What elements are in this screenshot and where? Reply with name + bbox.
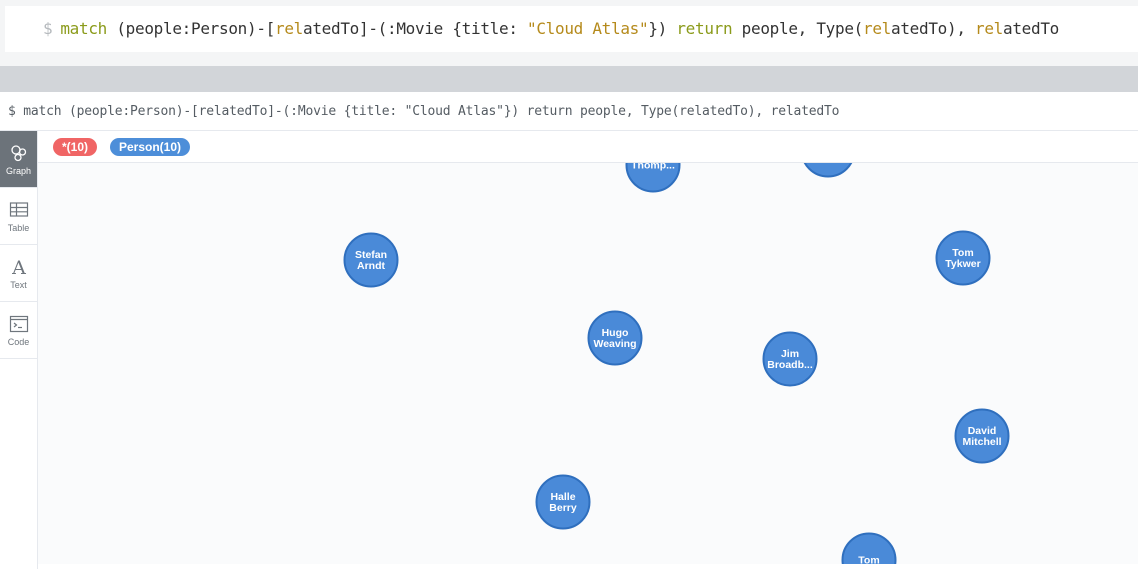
graph-legend: *(10) Person(10)	[38, 131, 1138, 163]
query-token: rel	[975, 19, 1004, 38]
table-icon	[9, 201, 28, 217]
graph-node-label: David	[968, 425, 997, 437]
query-token: atedTo	[1003, 19, 1060, 38]
code-icon	[9, 315, 28, 332]
label-pill-all[interactable]: *(10)	[53, 138, 98, 156]
view-sidebar: Graph Table A Text Code	[0, 131, 38, 569]
query-token: rel	[863, 19, 892, 38]
query-token: match	[60, 19, 108, 38]
graph-node-circle[interactable]	[935, 230, 991, 286]
graph-node-label: Berry	[549, 502, 577, 514]
graph-node-circle[interactable]	[587, 310, 643, 366]
graph-node[interactable]: JimBroadb...	[762, 331, 818, 387]
sidebar-item-label: Code	[7, 336, 30, 347]
sidebar-item-code[interactable]: Code	[0, 302, 37, 359]
frame-divider	[0, 130, 1138, 131]
query-token: atedTo]-(:Movie {title:	[303, 19, 528, 38]
sidebar-item-label: Text	[10, 279, 27, 290]
query-editor-line[interactable]: $match (people:Person)-[relatedTo]-(:Mov…	[43, 19, 1059, 38]
graph-node[interactable]: Tom	[841, 532, 897, 565]
sidebar-item-label: Graph	[5, 165, 31, 176]
graph-icon	[10, 144, 26, 161]
label-pill-person[interactable]: Person(10)	[110, 138, 191, 156]
graph-node-label: Jim	[781, 348, 799, 360]
stream-gap	[0, 66, 1138, 92]
text-icon: A	[11, 257, 26, 277]
sidebar-item-text[interactable]: A Text	[0, 245, 37, 302]
query-token: (people:Person)-[	[107, 19, 276, 38]
graph-node-label: Arndt	[357, 260, 385, 272]
graph-node[interactable]: Thomp...	[625, 163, 681, 193]
editor-prompt: $	[43, 19, 53, 38]
graph-svg[interactable]: Thomp...StefanArndtTomTykwerHugoWeavingJ…	[38, 163, 1138, 564]
graph-node-circle[interactable]	[535, 474, 591, 530]
graph-node-circle[interactable]	[802, 163, 855, 178]
frame-title[interactable]: $ match (people:Person)-[relatedTo]-(:Mo…	[8, 104, 840, 119]
sidebar-item-table[interactable]: Table	[0, 188, 37, 245]
query-token: return	[676, 19, 733, 38]
graph-node-label: Weaving	[594, 338, 637, 350]
result-frame: $ match (people:Person)-[relatedTo]-(:Mo…	[0, 92, 1138, 569]
query-token: people, Type(	[732, 19, 864, 38]
query-token: atedTo),	[891, 19, 976, 38]
graph-node-label: Thomp...	[631, 163, 675, 172]
query-editor[interactable]: $match (people:Person)-[relatedTo]-(:Mov…	[5, 6, 1138, 52]
graph-node-circle[interactable]	[343, 232, 399, 288]
graph-node-label: Broadb...	[767, 359, 813, 371]
graph-node-circle[interactable]	[841, 532, 897, 565]
graph-node-label: Hugo	[602, 327, 629, 339]
graph-node-circle[interactable]	[762, 331, 818, 387]
query-text[interactable]: match (people:Person)-[relatedTo]-(:Movi…	[60, 19, 1059, 38]
graph-node[interactable]	[802, 163, 855, 178]
graph-node-label: Tykwer	[945, 258, 980, 270]
sidebar-item-graph[interactable]: Graph	[0, 131, 37, 188]
graph-node-circle[interactable]	[625, 163, 681, 193]
query-token: "Cloud Atlas"	[527, 19, 649, 38]
query-token: })	[648, 19, 677, 38]
graph-node-circle[interactable]	[954, 408, 1010, 464]
editor-bar: $match (people:Person)-[relatedTo]-(:Mov…	[0, 0, 1138, 66]
graph-node-label: Stefan	[355, 249, 387, 261]
graph-node-label: Halle	[550, 491, 575, 503]
graph-node-label: Tom	[952, 247, 973, 259]
graph-node-label: Mitchell	[962, 436, 1001, 448]
svg-text:A: A	[11, 257, 26, 277]
query-token: rel	[275, 19, 304, 38]
graph-node-label: Tom	[858, 555, 879, 565]
sidebar-item-label: Table	[7, 222, 30, 233]
